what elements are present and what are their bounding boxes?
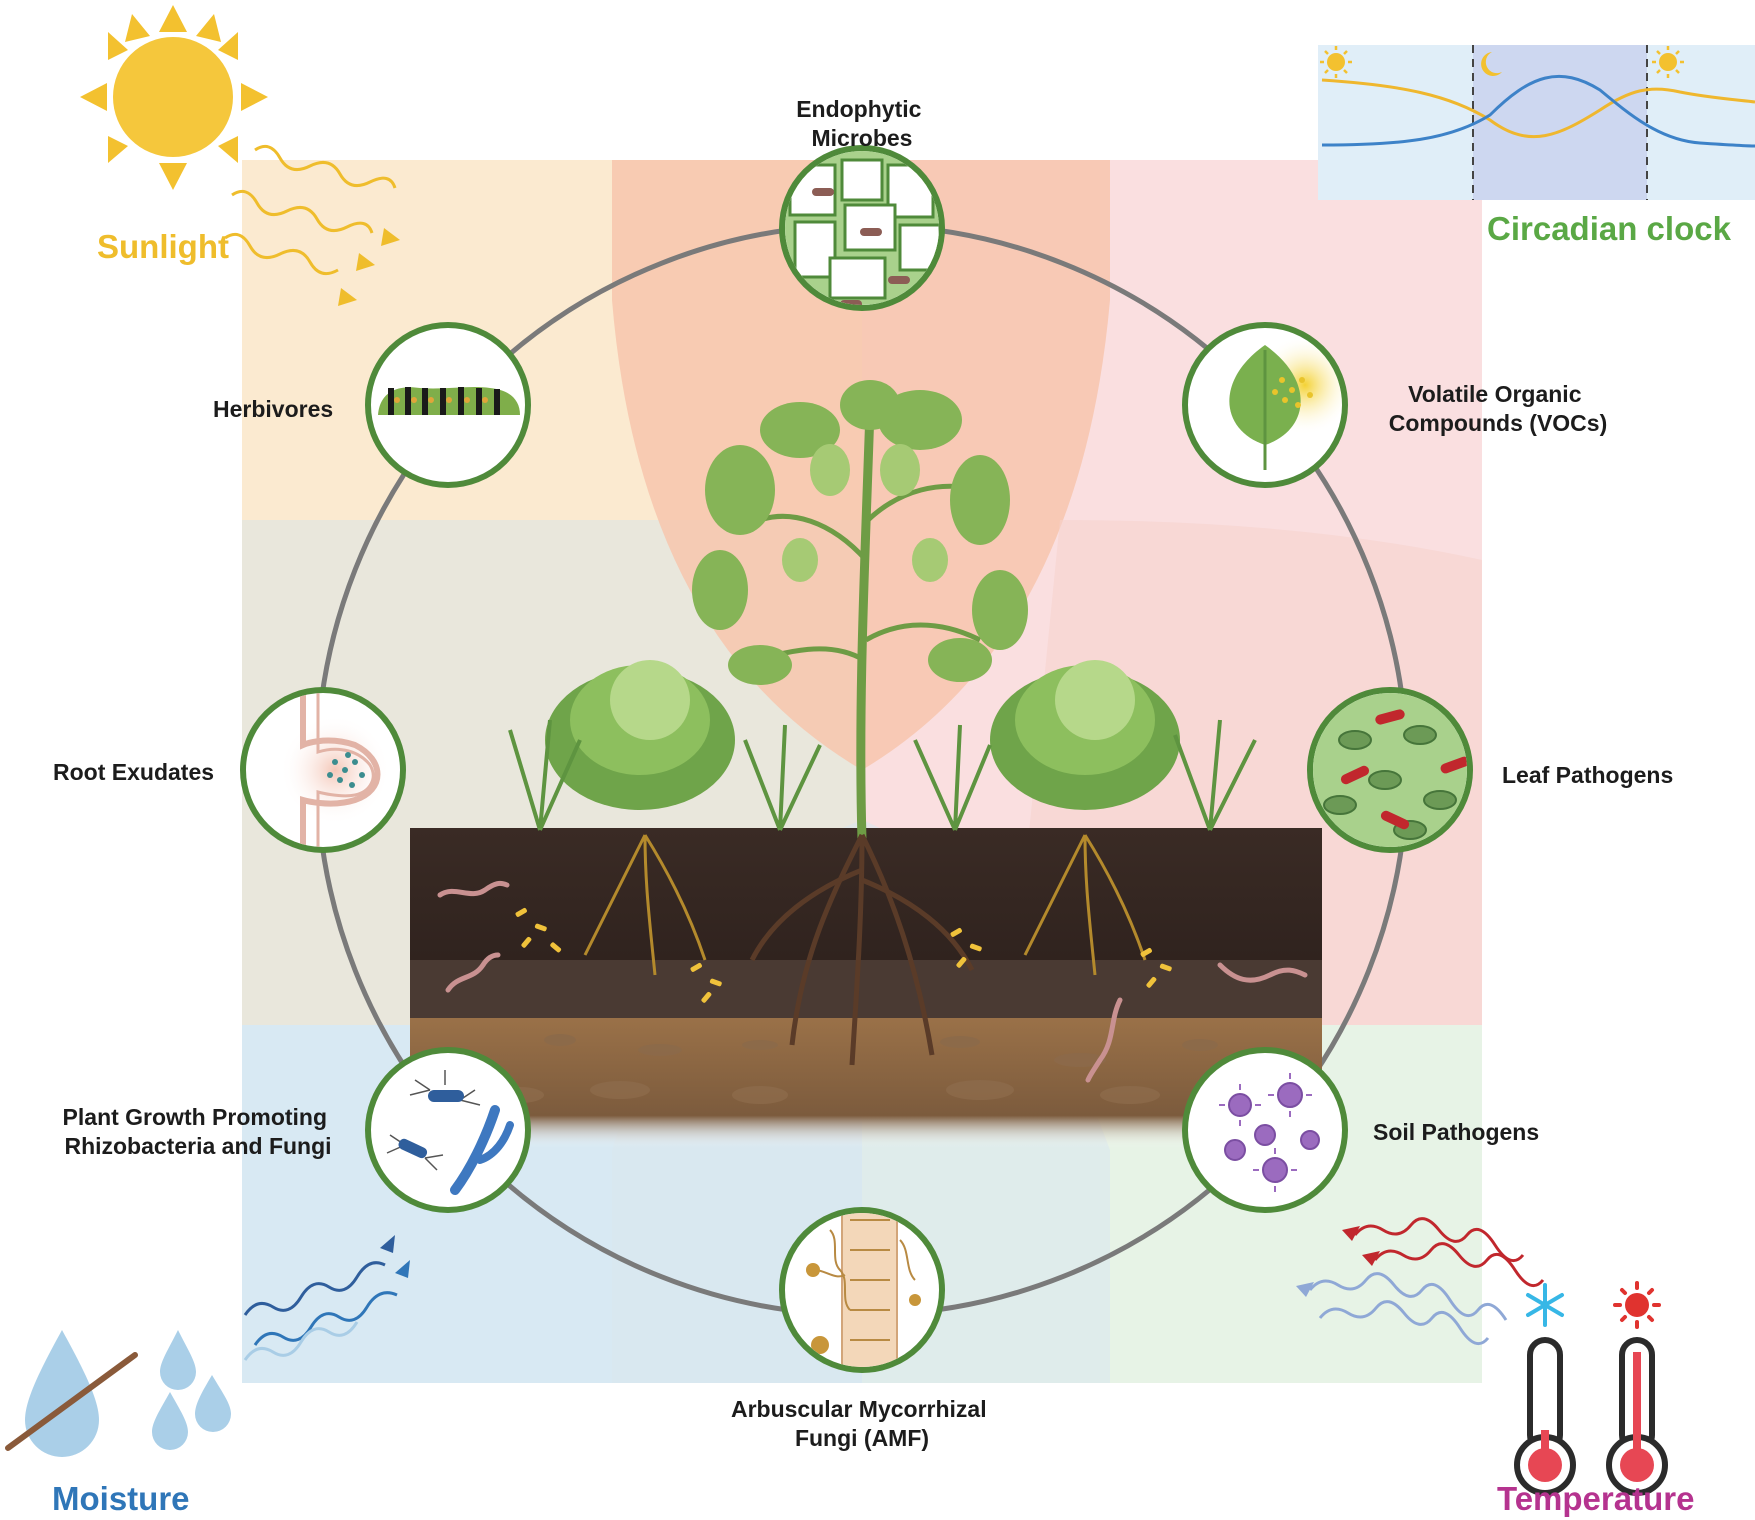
amf-label: Arbuscular Mycorrhizal Fungi (AMF) bbox=[731, 1396, 993, 1451]
soil-bacteria bbox=[515, 908, 1172, 1003]
circadian-moon-icon bbox=[1481, 52, 1502, 76]
water-drops-icon bbox=[5, 1330, 231, 1457]
hot-sun-icon bbox=[1613, 1281, 1661, 1329]
caterpillar-icon bbox=[378, 387, 520, 415]
snowflake-icon bbox=[1526, 1283, 1564, 1327]
soil-pathogens-node[interactable] bbox=[1182, 1047, 1348, 1213]
tomato-roots bbox=[749, 833, 975, 1066]
pgpr-node[interactable] bbox=[365, 1047, 531, 1213]
temperature-waves bbox=[1308, 1217, 1545, 1346]
drought-slash bbox=[5, 1352, 138, 1451]
circadian-sun-icon bbox=[1320, 46, 1352, 78]
moisture-arrowheads bbox=[380, 1235, 410, 1278]
circadian-yellow-curve bbox=[1321, 78, 1755, 139]
bacteria-fungi-icon bbox=[386, 1070, 514, 1195]
circadian-graph bbox=[1318, 45, 1755, 200]
grass-tufts bbox=[508, 719, 1257, 831]
circadian-sun-icon-2 bbox=[1652, 46, 1684, 78]
leaf-pathogens-label: Leaf Pathogens bbox=[1502, 762, 1673, 788]
pgpr-label: Plant Growth Promoting Rhizobacteria and… bbox=[63, 1104, 334, 1159]
vocs-label: Volatile Organic Compounds (VOCs) bbox=[1389, 381, 1608, 436]
lettuce-plant-right bbox=[990, 660, 1180, 810]
lettuce-plant-left bbox=[545, 660, 735, 810]
moisture-waves bbox=[243, 1261, 398, 1361]
temperature-arrowheads bbox=[1296, 1226, 1380, 1297]
root-exudates-node[interactable] bbox=[240, 685, 406, 860]
sunlight-arrowheads bbox=[338, 228, 400, 306]
herbivores-label: Herbivores bbox=[213, 396, 333, 422]
circadian-blue-curve bbox=[1321, 74, 1755, 148]
leaf-icon bbox=[1229, 340, 1342, 470]
virus-particles-icon bbox=[1219, 1073, 1320, 1192]
cold-thermometer-icon bbox=[1514, 1337, 1576, 1496]
tomato-plant bbox=[692, 380, 1028, 841]
amf-node[interactable] bbox=[779, 1205, 945, 1375]
vocs-node[interactable] bbox=[1182, 322, 1348, 488]
hot-thermometer-icon bbox=[1606, 1337, 1668, 1496]
moisture-label: Moisture bbox=[52, 1480, 190, 1517]
sunlight-rays bbox=[224, 144, 397, 276]
soil-pathogens-label: Soil Pathogens bbox=[1373, 1119, 1539, 1145]
leaf-pathogens-node[interactable] bbox=[1307, 687, 1473, 853]
sunlight-label: Sunlight bbox=[97, 228, 229, 265]
plant-roots bbox=[583, 834, 1147, 976]
root-cell-fungi-icon bbox=[806, 1213, 921, 1367]
circadian-night-panel bbox=[1473, 45, 1647, 200]
earthworms bbox=[437, 880, 1308, 1083]
circadian-clock-label: Circadian clock bbox=[1487, 210, 1732, 247]
root-exudates-label: Root Exudates bbox=[53, 759, 214, 785]
endophytic-microbes-label: Endophytic Microbes bbox=[796, 96, 928, 151]
leaf-tissue-icon bbox=[1313, 693, 1467, 847]
soil-profile bbox=[410, 828, 1322, 1148]
root-hair-icon bbox=[280, 693, 390, 847]
temperature-label: Temperature bbox=[1497, 1480, 1694, 1517]
sun-icon bbox=[80, 5, 268, 190]
middle-soil-layer bbox=[410, 960, 1322, 1022]
herbivores-node[interactable] bbox=[365, 322, 531, 488]
